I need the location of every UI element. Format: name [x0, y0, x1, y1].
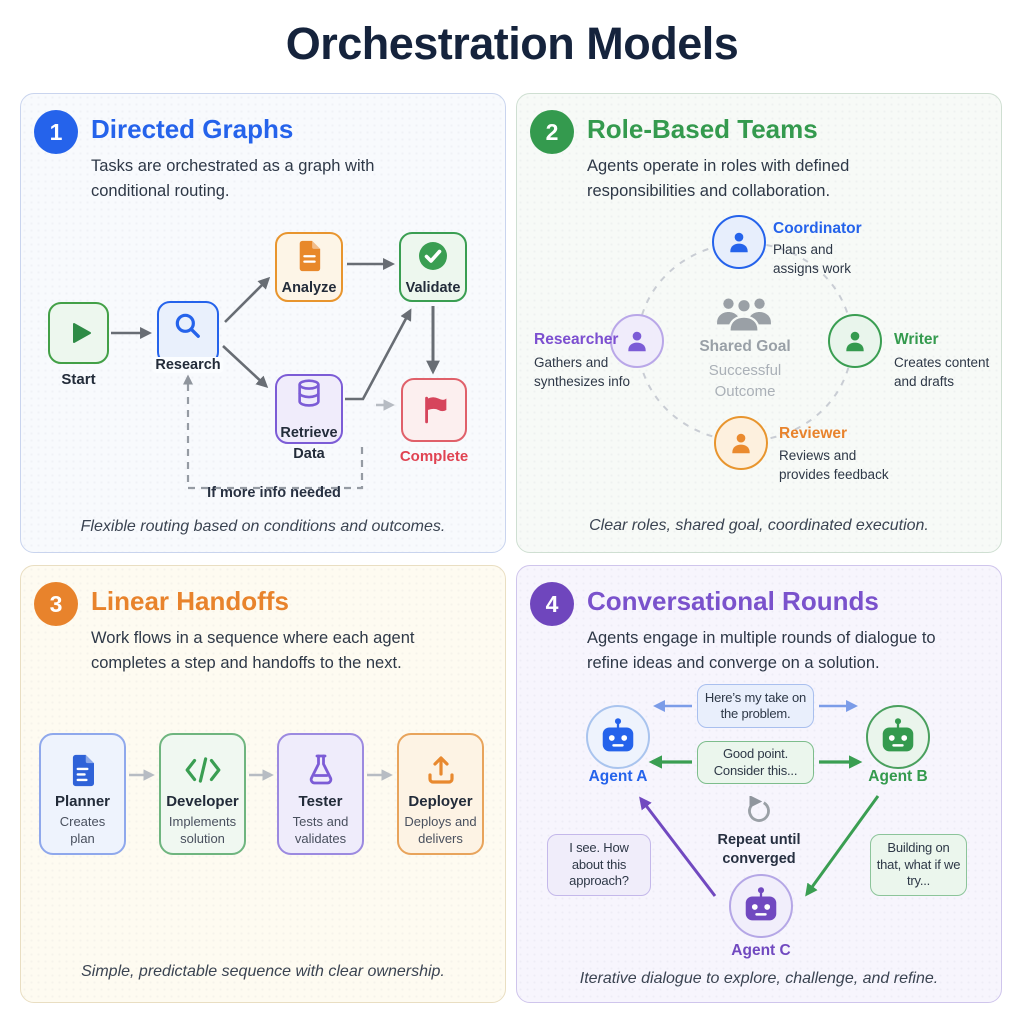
panel-3-badge: 3 [34, 582, 78, 626]
panel-1-description: Tasks are orchestrated as a graph with c… [91, 157, 375, 200]
role-writer-avatar [828, 314, 882, 368]
shared-goal-title: Shared Goal [699, 338, 791, 355]
document-icon [72, 754, 94, 786]
role-researcher-desc: Gathers and synthesizes info [534, 355, 631, 389]
panel-4-description: Agents engage in multiple rounds of dial… [587, 629, 936, 672]
panel-1-badge: 1 [34, 110, 78, 154]
loop-condition-label: If more info needed [207, 485, 341, 501]
bubble-agent-a-message: Here’s my take on the problem. [697, 684, 814, 728]
bubble-agent-b-message: Good point. Consider this... [697, 741, 814, 784]
step-tester-name: Tester [298, 793, 343, 810]
shared-goal-subtitle: Successful Outcome [708, 362, 782, 400]
robot-icon [602, 718, 634, 752]
play-icon [72, 323, 91, 343]
step-planner-card: Planner Creates plan [39, 733, 126, 855]
search-icon [175, 313, 200, 338]
step-developer-name: Developer [166, 793, 239, 810]
role-researcher-avatar [610, 314, 664, 368]
node-analyze: Analyze [275, 232, 343, 302]
agent-a-avatar [586, 705, 650, 769]
role-coordinator-name: Coordinator [773, 220, 862, 237]
node-research-label: Research [152, 357, 224, 373]
panel-2-badge: 2 [530, 110, 574, 154]
panel-3-number: 3 [49, 590, 63, 617]
agent-b-avatar [866, 705, 930, 769]
person-icon [732, 433, 750, 454]
page-title: Orchestration Models [285, 18, 739, 69]
node-research: Research [152, 301, 224, 373]
panel-linear-handoffs: 3 Linear Handoffs Work flows in a sequen… [20, 565, 506, 1003]
panel-4-number: 4 [545, 590, 559, 617]
repeat-label: Repeat until converged [717, 832, 801, 867]
step-planner-name: Planner [54, 793, 111, 810]
check-circle-icon [419, 242, 447, 270]
flask-icon [309, 754, 332, 785]
panel-4-badge: 4 [530, 582, 574, 626]
panel-conversational-rounds: 4 Conversational Rounds Agents engage in… [516, 565, 1002, 1003]
robot-icon [882, 718, 914, 752]
node-validate: Validate [399, 232, 467, 302]
agent-c-label: Agent C [731, 942, 791, 959]
code-icon [185, 757, 220, 783]
agent-a-label: Agent A [588, 768, 648, 785]
step-deployer-name: Deployer [408, 793, 473, 810]
role-reviewer-name: Reviewer [779, 425, 848, 442]
role-writer-desc: Creates content and drafts [894, 355, 990, 389]
role-writer-name: Writer [894, 331, 939, 348]
panel-4-caption: Iterative dialogue to explore, challenge… [579, 970, 939, 987]
robot-icon [745, 887, 777, 921]
bubble-agent-b-message-2: Building on that, what if we try... [870, 834, 967, 896]
node-complete [401, 378, 467, 442]
person-icon [628, 331, 646, 352]
step-developer-desc: Implements solution [168, 814, 237, 846]
node-complete-label: Complete [399, 448, 469, 465]
person-icon [846, 331, 864, 352]
person-icon [730, 232, 748, 253]
step-developer-card: Developer Implements solution [159, 733, 246, 855]
panel-directed-graphs: 1 Directed Graphs Tasks are orchestrated… [20, 93, 506, 553]
role-coordinator-desc: Plans and assigns work [773, 242, 852, 276]
panel-2-number: 2 [545, 118, 559, 145]
panel-role-based-teams: 2 Role-Based Teams Agents operate in rol… [516, 93, 1002, 553]
node-retrieve-label: Retrieve Data [280, 425, 338, 462]
node-analyze-label: Analyze [281, 280, 337, 296]
step-deployer-desc: Deploys and delivers [404, 814, 477, 846]
document-icon [299, 240, 320, 272]
step-planner-desc: Creates plan [59, 814, 106, 846]
database-icon [298, 379, 320, 407]
upload-icon [427, 756, 454, 784]
flag-icon [425, 396, 447, 424]
refresh-icon [748, 796, 770, 822]
step-deployer-card: Deployer Deploys and delivers [397, 733, 484, 855]
role-reviewer-avatar [714, 416, 768, 470]
role-reviewer-desc: Reviews and provides feedback [779, 448, 889, 482]
panel-2-description: Agents operate in roles with defined res… [587, 157, 850, 200]
panel-2-caption: Clear roles, shared goal, coordinated ex… [589, 517, 929, 534]
step-tester-card: Tester Tests and validates [277, 733, 364, 855]
panel-2-title: Role-Based Teams [587, 114, 818, 144]
agent-b-label: Agent B [868, 768, 928, 785]
panel-3-title: Linear Handoffs [91, 586, 289, 616]
step-tester-desc: Tests and validates [292, 814, 349, 846]
panel-3-caption: Simple, predictable sequence with clear … [81, 963, 445, 980]
bubble-agent-c-message: I see. How about this approach? [547, 834, 651, 896]
panel-1-title: Directed Graphs [91, 114, 294, 144]
node-validate-label: Validate [405, 280, 461, 296]
role-researcher-name: Researcher [534, 331, 619, 348]
agent-c-avatar [729, 874, 793, 938]
panel-3-description: Work flows in a sequence where each agen… [91, 629, 415, 672]
panel-1-caption: Flexible routing based on conditions and… [80, 518, 446, 535]
panel-1-number: 1 [49, 118, 63, 145]
node-start-label: Start [61, 371, 96, 388]
role-coordinator-avatar [712, 215, 766, 269]
people-group-icon [717, 297, 771, 333]
node-start [48, 302, 109, 364]
node-retrieve-data: Retrieve Data [275, 374, 343, 462]
panel-4-title: Conversational Rounds [587, 586, 879, 616]
